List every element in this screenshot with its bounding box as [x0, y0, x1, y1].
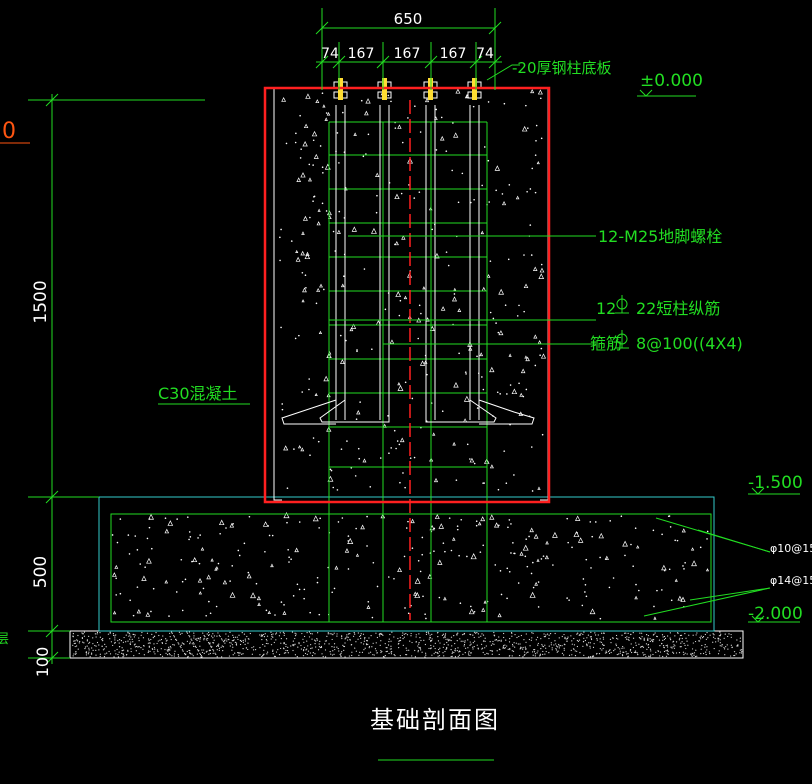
dim-footing-height: 500 — [31, 556, 51, 588]
long-bars-leader — [329, 295, 629, 349]
footing-outline — [98, 496, 715, 632]
stirrups-label: 8@100((4X4) — [636, 334, 743, 353]
footing-rebar — [328, 497, 488, 622]
column-highlight-box — [263, 86, 551, 504]
dim-167-a: 167 — [348, 46, 375, 62]
bedding-layer — [69, 630, 744, 659]
footing-rebar-leaders — [643, 517, 771, 617]
anchor-bolt-label: 12-M25地脚螺栓 — [598, 227, 722, 246]
rebar-b-label: φ14@15 — [770, 574, 812, 587]
level-bottom: -2.000 — [748, 604, 803, 624]
column-outline — [273, 87, 549, 501]
base-plate-leader — [486, 64, 520, 81]
top-sub-dimensions: 74 167 167 167 74 — [321, 46, 494, 62]
long-bars-count: 12 — [596, 299, 616, 318]
dim-167-c: 167 — [440, 46, 467, 62]
concrete-label: C30混凝土 — [158, 384, 238, 403]
level-top: ±0.000 — [640, 71, 703, 91]
column-longitudinal-bars — [328, 121, 488, 500]
dim-167-b: 167 — [394, 46, 421, 62]
dim-74-right: 74 — [476, 46, 494, 62]
rebar-a-label: φ10@15 — [770, 542, 812, 555]
drawing-title: 基础剖面图 — [370, 706, 500, 734]
concrete-hatch — [111, 88, 710, 620]
stirrups-prefix: 箍筋 — [590, 334, 622, 353]
left-small-text: 层 — [0, 632, 9, 647]
dim-74-left: 74 — [321, 46, 339, 62]
level-mid-symbol — [748, 487, 800, 495]
dim-column-height: 1500 — [31, 280, 51, 323]
level-mid: -1.500 — [748, 473, 803, 493]
column-stirrups — [329, 154, 487, 428]
level-top-symbol — [637, 89, 696, 97]
long-bars-label: 22短柱纵筋 — [636, 299, 720, 318]
base-plate-label: -20厚钢柱底板 — [512, 59, 612, 77]
top-dimension-lines — [315, 8, 502, 90]
dim-total-width: 650 — [394, 10, 423, 28]
level-bottom-symbol — [748, 615, 800, 623]
left-dimension-lines — [28, 93, 205, 665]
dim-bed-height: 100 — [33, 647, 52, 678]
left-red-level: 0 — [2, 119, 16, 144]
anchor-bolts — [281, 81, 535, 425]
